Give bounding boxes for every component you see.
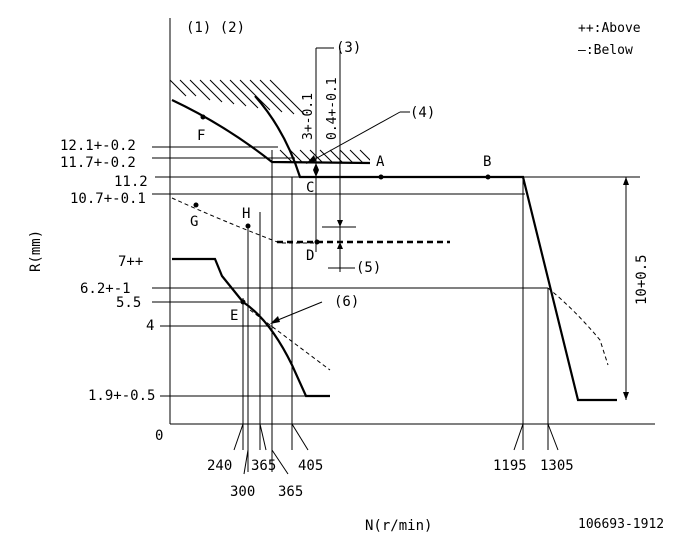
point-d-label: D — [306, 248, 314, 264]
drawing-code: 106693-1912 — [578, 517, 664, 532]
x-leader-1305 — [547, 423, 559, 451]
x-tick-300: 300 — [230, 484, 255, 500]
callout-5: (5) — [356, 260, 381, 276]
callout-3: (3) — [336, 40, 361, 56]
upper-limit-hatch — [170, 79, 370, 163]
x-tick-1305: 1305 — [540, 458, 574, 474]
point-f-label: F — [197, 128, 205, 144]
point-a-label: A — [376, 154, 385, 170]
callout-6: (6) — [334, 294, 359, 310]
y-tick-10-7: 10.7+-0.1 — [70, 191, 146, 207]
point-g-label: G — [190, 214, 198, 230]
dim04-arrow-top — [337, 220, 343, 227]
y-tick-11-2: 11.2 — [114, 174, 148, 190]
point-e-dot — [240, 299, 246, 305]
y-axis-label: R(mm) — [28, 230, 44, 272]
dashed-curve-upper — [171, 197, 318, 244]
y-tick-5-5: 5.5 — [116, 295, 141, 311]
main-curve — [254, 95, 617, 402]
x-leader-240 — [233, 423, 244, 451]
origin-label: 0 — [155, 428, 163, 444]
y-tick-7: 7++ — [118, 254, 143, 270]
point-a-dot — [378, 174, 384, 180]
callout-6-leader — [272, 301, 323, 323]
callout-6-arrow — [270, 316, 280, 324]
x-leader-405 — [291, 423, 309, 451]
dim3-arrow-bottom — [313, 170, 319, 177]
dim04-arrow-bottom — [337, 242, 343, 249]
callout-4-arrow — [306, 155, 316, 164]
y-tick-1-9: 1.9+-0.5 — [88, 388, 155, 404]
y-tick-11-7: 11.7+-0.2 — [60, 155, 136, 171]
point-b-label: B — [483, 154, 491, 170]
callout-4-leader — [307, 111, 401, 164]
x-leader-300 — [243, 449, 249, 475]
dim-right-arrow-bottom — [623, 392, 629, 400]
x-leader-365b — [271, 449, 289, 475]
dim-3-label: 3+-0.1 — [301, 93, 316, 140]
x-axis-label: N(r/min) — [365, 518, 432, 534]
dim-04-label: 0.4+-0.1 — [325, 77, 340, 140]
x-leader-365 — [259, 423, 267, 451]
y-tick-12-1: 12.1+-0.2 — [60, 138, 136, 154]
point-b-dot — [485, 174, 491, 180]
dim3-arrow-top — [313, 163, 319, 170]
point-d-dot — [314, 239, 320, 245]
point-h-dot — [245, 223, 251, 229]
legend-above: ++:Above — [578, 21, 641, 36]
x-tick-405: 405 — [298, 458, 323, 474]
dashed-curve-lower — [249, 309, 331, 371]
dim-right-arrow-top — [623, 177, 629, 185]
point-g-dot — [193, 202, 199, 208]
x-tick-240: 240 — [207, 458, 232, 474]
dim-right-label: 10+0.5 — [634, 254, 650, 305]
x-tick-1195: 1195 — [493, 458, 527, 474]
point-c-label: C — [306, 180, 314, 196]
point-f-dot — [200, 114, 206, 120]
lower-curve — [172, 257, 330, 398]
x-tick-365: 365 — [251, 458, 276, 474]
point-h-label: H — [242, 206, 250, 222]
y-tick-6-2: 6.2+-1 — [80, 281, 131, 297]
legend-below: —:Below — [578, 43, 633, 58]
point-e-label: E — [230, 308, 238, 324]
x-tick-365b: 365 — [278, 484, 303, 500]
upper-limit-curve — [171, 99, 371, 165]
dashed-curve-right — [547, 287, 609, 366]
x-leader-1195 — [513, 423, 524, 451]
reference-label: (1) (2) — [186, 20, 245, 36]
y-tick-4: 4 — [146, 318, 154, 334]
callout-4: (4) — [410, 105, 435, 121]
